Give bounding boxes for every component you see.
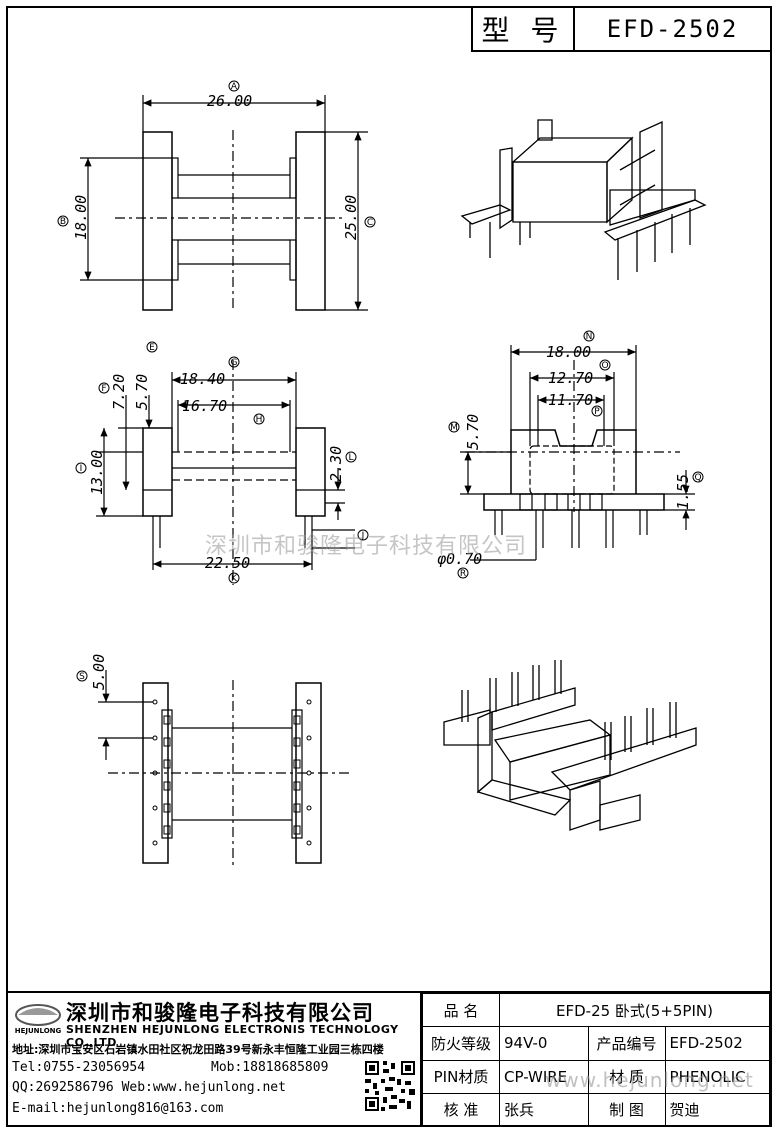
company-mob: Mob:18818685809 [211,1060,329,1075]
callout-F: F [101,384,106,394]
spec-name-value: EFD-25 卧式(5+5PIN) [499,992,770,1028]
company-qq-web: QQ:2692586796 Web:www.hejunlong.net [12,1080,286,1095]
spec-fire-value: 94V-0 [499,1026,589,1061]
dim-H-value: 16.70 [182,397,227,415]
spec-pin-label: PIN材质 [422,1059,500,1094]
watermark: 深圳市和骏隆电子科技有限公司 [205,534,528,559]
company-logo-icon: HEJUNLONG [15,1004,62,1035]
dim-G-value: 18.40 [180,370,225,388]
title-block: HEJUNLONG 深圳市和骏隆电子科技有限公司 SHENZHEN HEJUNL… [6,991,772,1128]
model-label: 型 号 [473,8,575,50]
callout-M: M [450,423,458,433]
front-view [460,345,695,561]
callout-B: B [60,217,66,227]
dim-C-value: 25.00 [342,195,360,240]
spec-fire-label: 防火等级 [422,1026,500,1061]
spec-code-label: 产品编号 [587,1026,666,1061]
callout-N: N [586,332,593,342]
dim-P-value: 11.70 [548,391,593,409]
dim-A-value: 26.00 [207,92,252,110]
dim-F-value: 7.20 [110,374,128,410]
dim-B-value: 18.00 [72,195,90,240]
spec-draw-value: 贺迪 [664,1092,771,1128]
callout-G: G [231,358,238,368]
callout-K: K [231,574,238,584]
callout-A: A [231,82,238,92]
isometric-view-2 [443,660,697,831]
spec-name-label: 品 名 [422,992,500,1028]
callout-L: L [348,453,353,463]
side-view [96,360,355,585]
dim-R-value: φ0.70 [437,550,482,568]
spec-material-label: 材 质 [587,1059,666,1094]
callout-P: P [594,407,600,417]
qr-code-icon [363,1059,417,1113]
callout-S: S [79,672,85,682]
company-tel: Tel:0755-23056954 [12,1060,146,1075]
model-box: 型 号 EFD-2502 [471,6,772,52]
dim-N-value: 18.00 [546,343,591,361]
spec-table-block: 品 名 EFD-25 卧式(5+5PIN) 防火等级 94V-0 产品编号 EF… [422,992,771,1128]
spec-table: 品 名 EFD-25 卧式(5+5PIN) 防火等级 94V-0 产品编号 EF… [422,992,771,1128]
company-name-en: SHENZHEN HEJUNLONG ELECTRONIS TECHNOLOGY… [66,1023,399,1049]
isometric-view-1 [460,119,707,280]
logo-text: HEJUNLONG [15,1027,62,1035]
callout-H: H [256,415,263,425]
dim-Q-value: 1.55 [674,474,692,510]
bottom-view [98,670,350,868]
callout-Q: Q [694,473,701,483]
callout-C: C [367,218,373,228]
company-block: HEJUNLONG 深圳市和骏隆电子科技有限公司 SHENZHEN HEJUNL… [6,993,422,1127]
spec-check-label: 核 准 [422,1092,500,1128]
dim-M-value: 5.70 [464,414,482,450]
spec-draw-label: 制 图 [587,1092,666,1128]
company-email: E-mail:hejunlong816@163.com [12,1101,224,1116]
dim-E-value: 5.70 [133,374,151,410]
spec-pin-value: CP-WIRE [499,1059,589,1094]
company-address: 地址:深圳市宝安区石岩镇水田社区祝龙田路39号新永丰恒隆工业园三栋四楼 [12,1043,384,1056]
company-name-cn: 深圳市和骏隆电子科技有限公司 [66,1000,374,1025]
dim-I-value: 13.00 [88,450,106,495]
spec-code-value: EFD-2502 [664,1026,771,1061]
watermark-url: www.hejunlong.net [545,1068,754,1092]
model-value: EFD-2502 [606,15,739,43]
spec-check-value: 张兵 [499,1092,589,1128]
dim-L-value: 2.30 [327,446,345,482]
callout-J: J [361,531,365,541]
callout-I: I [80,464,83,474]
dim-K-value: 22.50 [205,554,250,572]
dim-O-value: 12.70 [548,369,593,387]
callout-O: O [601,361,608,371]
drawing-frame [6,6,772,1127]
callout-E: E [149,343,155,353]
dim-S-value: 5.00 [90,654,108,690]
top-view [80,95,368,312]
callout-R: R [460,569,466,579]
